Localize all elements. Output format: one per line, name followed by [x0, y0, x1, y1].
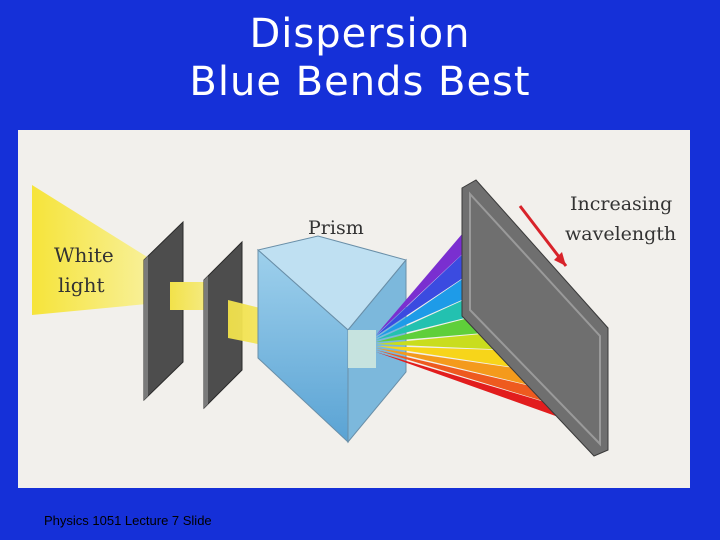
- wavelength-label-1: Increasing: [570, 193, 672, 215]
- dispersion-diagram: White light Prism: [18, 130, 690, 488]
- dispersion-svg: White light Prism: [18, 130, 690, 488]
- footer-text: Physics 1051 Lecture 7 Slide: [44, 513, 212, 528]
- wavelength-label-2: wavelength: [565, 223, 676, 245]
- title-line-1: Dispersion: [0, 10, 720, 58]
- screen: [462, 180, 608, 456]
- white-light-label-2: light: [58, 273, 105, 297]
- slit-plate-1: [144, 222, 183, 400]
- title-line-2: Blue Bends Best: [0, 58, 720, 106]
- prism-label: Prism: [308, 217, 364, 239]
- white-light-label-1: White: [54, 243, 114, 267]
- slide-title: Dispersion Blue Bends Best: [0, 10, 720, 106]
